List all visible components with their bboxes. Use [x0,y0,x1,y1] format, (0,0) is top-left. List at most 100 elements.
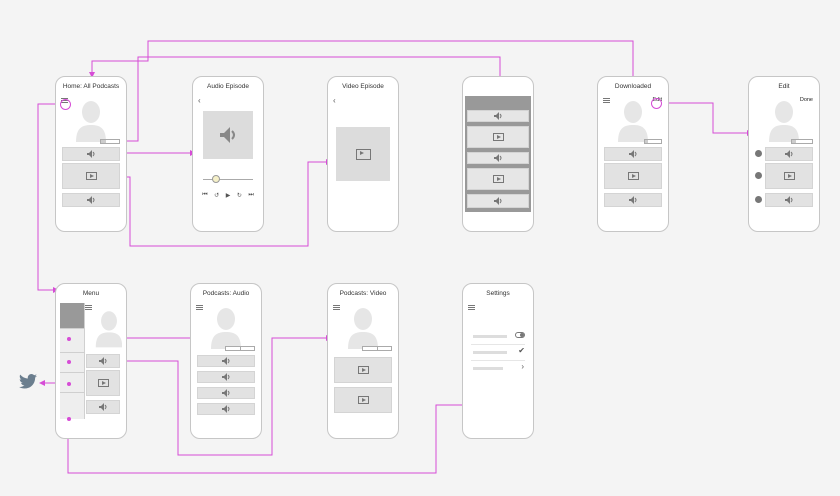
connector-origin [67,417,71,421]
video-play-icon [492,133,504,141]
screen-body [195,303,257,419]
video-play-icon [357,396,369,404]
connector-menu-settings [67,404,478,474]
list-item-audio[interactable] [765,193,813,207]
list-item-audio[interactable] [62,193,120,207]
screen-title: Edit [778,83,790,90]
list-item-audio [86,400,120,414]
list-item-audio[interactable] [765,147,813,161]
back-chevron-icon[interactable]: ‹ [333,96,336,105]
speaker-icon [494,154,502,162]
connector-origin [67,337,71,341]
screen-podcasts-audio: Podcasts: Audio [190,283,262,439]
screen-downloaded: Downloaded Edit [597,76,669,232]
screen-title: Podcasts: Audio [202,290,250,297]
list-item-audio[interactable] [467,110,529,122]
menu-button-highlight [60,99,71,110]
hamburger-icon[interactable] [196,305,203,310]
scrubber-knob[interactable] [212,175,220,183]
delete-handle[interactable] [755,150,762,157]
list-item-audio[interactable] [197,403,255,415]
toggle-icon[interactable] [515,332,525,338]
connector-menu-video [68,337,329,456]
hamburger-icon [85,305,92,310]
avatar-placeholder [76,101,106,142]
menu-item-settings[interactable] [60,393,84,419]
screen-title: Home: All Podcasts [62,83,120,90]
speaker-icon [494,112,502,120]
hamburger-icon[interactable] [468,305,475,310]
menu-item-all-podcasts[interactable] [60,303,84,329]
skip-forward-icon[interactable]: ⏭ [248,191,254,198]
video-play-icon [357,366,369,374]
screen-title: Podcasts: Video [339,290,387,297]
list-item-video [86,370,120,396]
list-item-video[interactable] [62,163,120,189]
list-item-video[interactable] [334,357,392,383]
list-item-video[interactable] [467,126,529,148]
connector-downloaded-to-home [91,40,634,80]
hamburger-icon[interactable] [603,98,610,103]
speaker-icon [222,373,230,381]
connector-origin [67,382,71,386]
forward-icon[interactable]: ↻ [236,192,242,199]
list-item-audio[interactable] [197,387,255,399]
hamburger-icon[interactable] [333,305,340,310]
speaker-icon [629,150,637,158]
screen-body [465,96,531,212]
filter-toggle[interactable] [225,346,255,351]
screen-edit: Edit Done [748,76,820,232]
speaker-icon [785,196,793,204]
speaker-icon [785,150,793,158]
list-item-video[interactable] [765,163,813,189]
list-item-video[interactable] [467,168,529,190]
list-item-audio[interactable] [197,371,255,383]
speaker-icon [220,127,235,143]
screen-body: Edit [602,96,664,212]
video-player[interactable] [336,127,390,181]
player-controls: ⏮ ↺ ▶ ↻ ⏭ [199,191,257,199]
screen-body [60,96,122,212]
chevron-right-icon[interactable]: › [521,362,524,371]
screen-home-all-podcasts: Home: All Podcasts [55,76,127,232]
speaker-icon [629,196,637,204]
video-play-icon [97,379,109,387]
screen-body: ‹ ⏮ ↺ ▶ ↻ ⏭ [197,96,259,212]
video-play-icon[interactable] [355,148,371,160]
list-item-audio[interactable] [604,193,662,207]
speaker-icon [494,197,502,205]
scrubber-track[interactable] [203,179,253,180]
play-icon[interactable]: ▶ [225,192,231,199]
done-button[interactable]: Done [799,97,813,103]
list-item-audio[interactable] [467,194,529,208]
list-item-audio[interactable] [467,152,529,164]
list-item-video[interactable] [334,387,392,413]
checkmark-icon[interactable]: ✔ [518,346,525,355]
list-item-audio[interactable] [197,355,255,367]
twitter-bird-icon [19,374,37,389]
delete-handle[interactable] [755,172,762,179]
skip-back-icon[interactable]: ⏮ [202,191,208,198]
connector-home-to-playlist [97,56,501,142]
video-play-icon [627,172,639,180]
list-item-audio [86,354,120,368]
speaker-icon [222,357,230,365]
delete-handle[interactable] [755,196,762,203]
video-play-icon [492,175,504,183]
menu-item-twitter[interactable] [60,373,84,393]
download-progress-bar [100,139,120,144]
screen-video-episode: Video Episode ‹ [327,76,399,232]
menu-item-audio[interactable] [60,329,84,353]
rewind-icon[interactable]: ↺ [214,192,220,199]
list-item-video[interactable] [604,163,662,189]
speaker-icon [87,150,95,158]
list-item-audio[interactable] [604,147,662,161]
filter-toggle[interactable] [362,346,392,351]
avatar-placeholder [95,311,122,348]
list-item-audio[interactable] [62,147,120,161]
connector-menu-button-to-menu [37,103,60,291]
back-chevron-icon[interactable]: ‹ [198,96,201,105]
speaker-icon [222,405,230,413]
menu-item-video[interactable] [60,353,84,373]
connector-origin [67,360,71,364]
